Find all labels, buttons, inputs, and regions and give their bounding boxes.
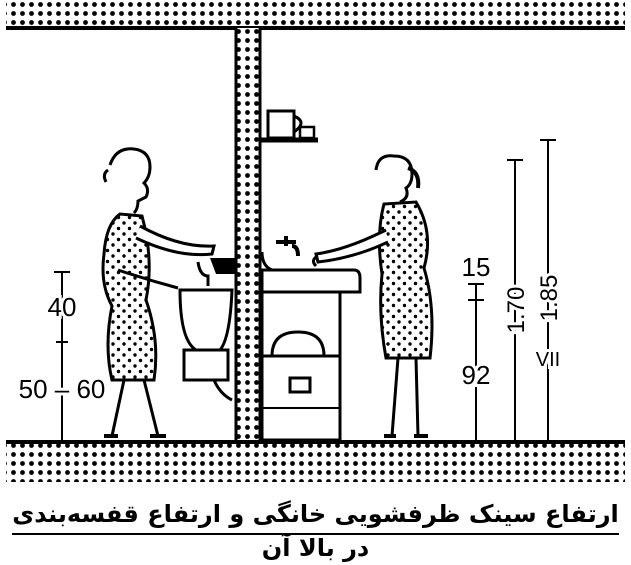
right-counter bbox=[260, 236, 362, 442]
left-woman-figure bbox=[101, 147, 216, 438]
dim-label-vii: VII bbox=[536, 349, 560, 371]
dim-label-50-60: 50 – 60 bbox=[19, 374, 106, 404]
caption-underline bbox=[12, 533, 619, 535]
floor-slab bbox=[6, 440, 625, 482]
left-sink bbox=[178, 258, 236, 402]
dim-label-1-70: 1.70 bbox=[503, 287, 530, 334]
sink-height-diagram: 40 50 – 60 15 92 1.70 1.85 VII bbox=[6, 0, 625, 482]
left-dimension-line bbox=[54, 271, 70, 442]
ceiling-slab bbox=[6, 0, 625, 30]
dim-label-40: 40 bbox=[48, 292, 77, 322]
dividing-wall bbox=[234, 28, 262, 442]
dim-label-92: 92 bbox=[462, 360, 491, 390]
dim-label-15: 15 bbox=[462, 252, 491, 282]
right-woman-figure bbox=[311, 154, 434, 438]
figure-caption: ارتفاع سینک ظرفشویی خانگی و ارتفاع قفسه‌… bbox=[12, 500, 619, 562]
dim-label-1-85: 1.85 bbox=[536, 275, 563, 322]
right-dimension-lines bbox=[468, 139, 556, 442]
wall-shelf bbox=[260, 109, 318, 143]
